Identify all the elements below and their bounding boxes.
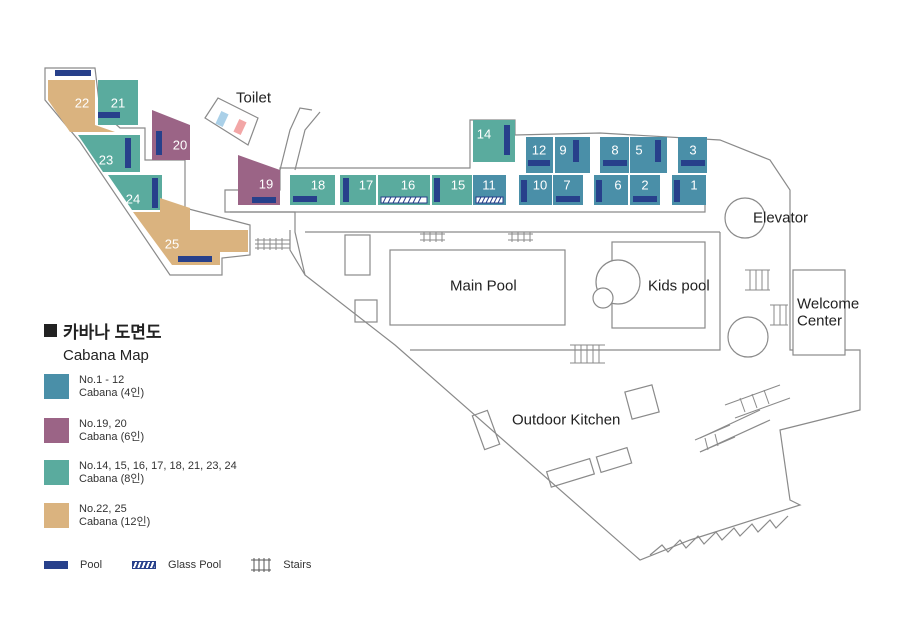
cabana-24[interactable]: 24 bbox=[108, 175, 162, 210]
kitchen-counter bbox=[471, 409, 501, 451]
legend-swatch-6 bbox=[44, 418, 69, 443]
cabana-22[interactable]: 22 bbox=[48, 70, 115, 132]
key-pool: Pool bbox=[44, 559, 102, 571]
legend-item-12: No.22, 25 Cabana (12인) bbox=[44, 503, 150, 529]
key-glass-pool-label: Glass Pool bbox=[168, 559, 222, 571]
cabana-18-label: 18 bbox=[311, 178, 325, 193]
cabana-18[interactable]: 18 bbox=[290, 175, 335, 205]
cabana-3[interactable]: 3 bbox=[678, 137, 707, 173]
legend-item-4: No.1 - 12 Cabana (4인) bbox=[44, 374, 144, 400]
cabana-24-label: 24 bbox=[126, 192, 140, 207]
cabana-17-label: 17 bbox=[359, 178, 373, 193]
cabana-6-label: 6 bbox=[614, 178, 621, 193]
legend-swatch-8 bbox=[44, 460, 69, 485]
cabana-14-label: 14 bbox=[477, 127, 491, 142]
cabana-11-label: 11 bbox=[482, 178, 496, 193]
cabana-7-label: 7 bbox=[563, 178, 570, 193]
ramp-stairs bbox=[279, 107, 321, 171]
cabana-6[interactable]: 6 bbox=[594, 175, 628, 205]
cabana-14[interactable]: 14 bbox=[473, 120, 515, 162]
outdoor-kitchen-label: Outdoor Kitchen bbox=[512, 412, 620, 429]
legend-key-row: Pool Glass Pool Stairs bbox=[44, 558, 341, 572]
cabana-16-label: 16 bbox=[401, 178, 415, 193]
cabana-19-label: 19 bbox=[259, 177, 273, 192]
kitchen-bar-1 bbox=[545, 457, 596, 488]
cabana-3-label: 3 bbox=[689, 143, 696, 158]
legend-title: 카바나 도면도 bbox=[63, 323, 162, 342]
cabana-23-label: 23 bbox=[99, 153, 113, 168]
cabana-22-label: 22 bbox=[75, 96, 89, 111]
cabana-9[interactable]: 9 bbox=[555, 137, 590, 173]
zigzag-edge bbox=[649, 515, 789, 556]
welcome-center-label-2: Center bbox=[797, 313, 842, 330]
legend-subtitle: Cabana Map bbox=[63, 347, 149, 364]
cabana-25[interactable]: 25 bbox=[133, 198, 248, 265]
cabana-9-label: 9 bbox=[559, 143, 566, 158]
cabana-25-label: 25 bbox=[165, 237, 179, 252]
legend-item-4-line2: Cabana (4인) bbox=[79, 387, 145, 399]
main-pool-label: Main Pool bbox=[450, 278, 517, 295]
cabana-20[interactable]: 20 bbox=[152, 110, 190, 160]
main-pool-outline bbox=[389, 249, 566, 326]
kids-pool-label: Kids pool bbox=[648, 278, 710, 295]
kitchen-bar-2 bbox=[595, 446, 633, 474]
cabana-1[interactable]: 1 bbox=[672, 175, 706, 205]
legend-item-6-line1: No.19, 20 bbox=[79, 418, 127, 430]
pool-icon bbox=[44, 561, 68, 569]
cabana-12-label: 12 bbox=[532, 143, 546, 158]
legend-item-8-line1: No.14, 15, 16, 17, 18, 21, 23, 24 bbox=[79, 460, 237, 472]
elevator-upper bbox=[724, 197, 766, 239]
cabana-16[interactable]: 16 bbox=[378, 175, 430, 205]
cabana-21[interactable]: 21 bbox=[98, 80, 138, 125]
cabana-23[interactable]: 23 bbox=[78, 135, 140, 172]
legend: 카바나 도면도 Cabana Map No.1 - 12 Cabana (4인)… bbox=[44, 318, 344, 572]
cabana-10[interactable]: 10 bbox=[519, 175, 552, 205]
cabana-8[interactable]: 8 bbox=[600, 137, 629, 173]
cabana-8-label: 8 bbox=[611, 143, 618, 158]
key-pool-label: Pool bbox=[80, 559, 103, 571]
glass-pool-icon bbox=[132, 561, 157, 569]
cabana-12[interactable]: 12 bbox=[526, 137, 553, 173]
legend-item-6: No.19, 20 Cabana (6인) bbox=[44, 418, 144, 444]
legend-bullet-icon bbox=[44, 324, 57, 337]
cabana-20-label: 20 bbox=[173, 138, 187, 153]
cabana-17[interactable]: 17 bbox=[340, 175, 376, 205]
legend-swatch-4 bbox=[44, 374, 69, 399]
key-stairs-label: Stairs bbox=[283, 559, 312, 571]
elevator-label: Elevator bbox=[753, 210, 808, 227]
stairs-group bbox=[255, 232, 791, 453]
key-stairs: Stairs bbox=[251, 558, 311, 572]
elevator-lower bbox=[727, 316, 769, 358]
welcome-center-outline bbox=[792, 269, 846, 356]
legend-title-row: 카바나 도면도 bbox=[44, 318, 344, 343]
cabana-5-label: 5 bbox=[635, 143, 642, 158]
cabana-7[interactable]: 7 bbox=[553, 175, 583, 205]
kitchen-grill bbox=[624, 384, 660, 420]
cabanas: 12 9 8 5 3 10 7 bbox=[48, 70, 707, 265]
cabana-1-label: 1 bbox=[690, 178, 697, 193]
legend-item-6-line2: Cabana (6인) bbox=[79, 431, 145, 443]
cabana-21-label: 21 bbox=[111, 96, 125, 111]
legend-item-8: No.14, 15, 16, 17, 18, 21, 23, 24 Cabana… bbox=[44, 460, 237, 486]
cabana-5[interactable]: 5 bbox=[630, 137, 667, 173]
legend-item-12-line1: No.22, 25 bbox=[79, 503, 127, 515]
cabana-2-label: 2 bbox=[641, 178, 648, 193]
toilet-block bbox=[204, 97, 259, 146]
cabana-11[interactable]: 11 bbox=[473, 175, 506, 205]
cabana-15[interactable]: 15 bbox=[432, 175, 472, 205]
legend-item-8-line2: Cabana (8인) bbox=[79, 473, 145, 485]
key-glass-pool: Glass Pool bbox=[132, 559, 221, 571]
toilet-label: Toilet bbox=[236, 90, 272, 107]
legend-item-4-line1: No.1 - 12 bbox=[79, 374, 125, 386]
legend-item-12-line2: Cabana (12인) bbox=[79, 516, 151, 528]
cabana-2[interactable]: 2 bbox=[630, 175, 660, 205]
legend-swatch-12 bbox=[44, 503, 69, 528]
cabana-10-label: 10 bbox=[533, 178, 547, 193]
welcome-center-label-1: Welcome bbox=[797, 296, 859, 313]
cabana-19[interactable]: 19 bbox=[238, 155, 280, 205]
stairs-icon bbox=[251, 558, 272, 572]
cabana-15-label: 15 bbox=[451, 178, 465, 193]
